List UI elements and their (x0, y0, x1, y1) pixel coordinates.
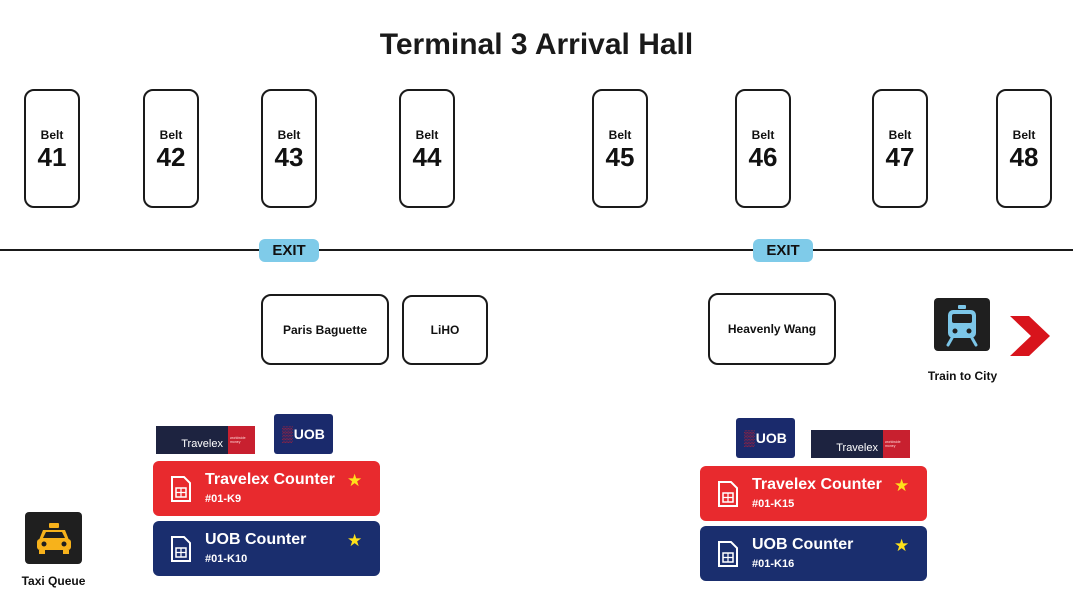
travelex-logo: Travelex worldwide money (811, 430, 910, 458)
uob-logo: ▒ UOB (274, 414, 333, 454)
sim-card-icon (718, 541, 738, 567)
belt-46[interactable]: Belt 46 (735, 89, 791, 208)
counter-unit: #01-K9 (205, 493, 242, 505)
shop-heavenly-wang[interactable]: Heavenly Wang (708, 293, 836, 365)
sim-card-icon (171, 476, 191, 502)
belt-41[interactable]: Belt 41 (24, 89, 80, 208)
belt-number: 48 (1009, 142, 1039, 172)
counter-unit: #01-K16 (752, 558, 795, 570)
counter-name: UOB Counter (205, 531, 307, 548)
shop-paris-baguette[interactable]: Paris Baguette (261, 294, 389, 365)
belt-number: 41 (37, 142, 67, 172)
belt-label: Belt (608, 128, 632, 142)
uob-logo: ▒ UOB (736, 418, 795, 458)
belt-number: 45 (605, 142, 635, 172)
belt-label: Belt (888, 128, 912, 142)
page-title: Terminal 3 Arrival Hall (379, 28, 694, 61)
belt-number: 47 (885, 142, 915, 172)
train-icon[interactable] (934, 298, 990, 351)
uob-mark-icon: ▒ (744, 429, 755, 447)
belt-42[interactable]: Belt 42 (143, 89, 199, 208)
star-icon: ★ (894, 476, 910, 495)
sim-card-icon (171, 536, 191, 562)
taxi-queue-label: Taxi Queue (21, 574, 86, 588)
shop-label: Paris Baguette (282, 322, 368, 337)
taxi-glyph (36, 523, 71, 554)
travelex-logo-text: Travelex (811, 430, 883, 458)
uob-logo-text: UOB (755, 430, 787, 446)
belt-43[interactable]: Belt 43 (261, 89, 317, 208)
arrival-line-divider (0, 249, 1073, 251)
sim-card-icon (718, 481, 738, 507)
shop-liho[interactable]: LiHO (402, 295, 488, 365)
belt-label: Belt (277, 128, 301, 142)
belt-number: 44 (412, 142, 442, 172)
belt-label: Belt (159, 128, 183, 142)
belt-number: 46 (748, 142, 778, 172)
uob-mark-icon: ▒ (282, 425, 293, 443)
counter-unit: #01-K10 (205, 553, 248, 565)
travelex-counter-k15[interactable]: Travelex Counter #01-K15 ★ (700, 466, 927, 521)
counter-name: Travelex Counter (752, 476, 882, 493)
belt-label: Belt (415, 128, 439, 142)
shop-label: LiHO (430, 323, 460, 337)
belt-45[interactable]: Belt 45 (592, 89, 648, 208)
belt-label: Belt (751, 128, 775, 142)
taxi-icon[interactable] (25, 512, 82, 564)
chevron-right-icon[interactable] (1008, 314, 1052, 358)
travelex-logo-tagline: worldwide money (883, 430, 910, 458)
belt-44[interactable]: Belt 44 (399, 89, 455, 208)
belt-label: Belt (40, 128, 64, 142)
exit-left[interactable]: EXIT (259, 239, 319, 262)
train-glyph (946, 304, 978, 346)
counter-name: Travelex Counter (205, 471, 335, 488)
uob-logo-text: UOB (293, 426, 325, 442)
belt-number: 42 (156, 142, 186, 172)
travelex-logo-text: Travelex (156, 426, 228, 454)
counter-name: UOB Counter (752, 536, 854, 553)
train-to-city-label: Train to City (927, 369, 998, 383)
travelex-logo: Travelex worldwide money (156, 426, 255, 454)
travelex-counter-k9[interactable]: Travelex Counter #01-K9 ★ (153, 461, 380, 516)
uob-counter-k16[interactable]: UOB Counter #01-K16 ★ (700, 526, 927, 581)
belt-number: 43 (274, 142, 304, 172)
exit-right[interactable]: EXIT (753, 239, 813, 262)
belt-47[interactable]: Belt 47 (872, 89, 928, 208)
shop-label: Heavenly Wang (727, 322, 817, 336)
star-icon: ★ (347, 531, 363, 550)
belt-label: Belt (1012, 128, 1036, 142)
belt-48[interactable]: Belt 48 (996, 89, 1052, 208)
uob-counter-k10[interactable]: UOB Counter #01-K10 ★ (153, 521, 380, 576)
star-icon: ★ (347, 471, 363, 490)
counter-unit: #01-K15 (752, 498, 795, 510)
travelex-logo-tagline: worldwide money (228, 426, 255, 454)
star-icon: ★ (894, 536, 910, 555)
